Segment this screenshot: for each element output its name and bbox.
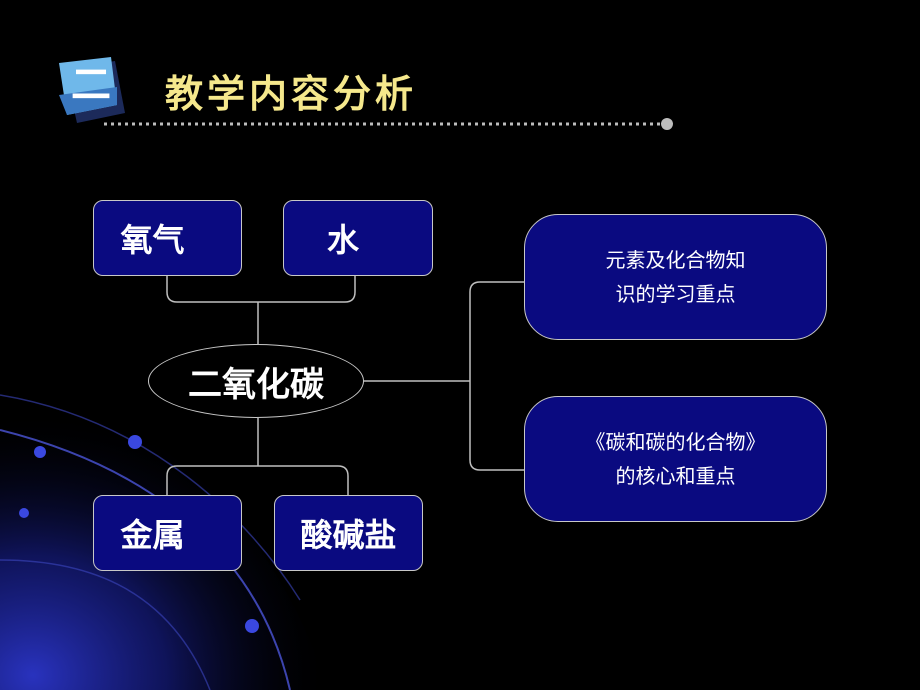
node-oxygen: 氧气 [93,200,242,276]
title-divider [104,118,673,130]
page-title: 教学内容分析 [165,72,418,116]
note-carbon-line2: 的核心和重点 [615,464,736,488]
node-carbon-dioxide: 二氧化碳 [148,344,364,418]
note-carbon-line1: 《碳和碳的化合物》 [585,430,766,454]
note-elements-line2: 识的学习重点 [615,282,736,306]
note-carbon-chapter: 《碳和碳的化合物》 的核心和重点 [524,396,827,522]
node-water-label: 水 [326,221,359,259]
node-water: 水 [283,200,433,276]
section-badge-icon [59,57,125,123]
note-elements-compounds: 元素及化合物知 识的学习重点 [524,214,827,340]
node-metals-label: 金属 [120,516,185,554]
section-number: 二 [71,62,111,108]
node-oxygen-label: 氧气 [120,221,185,259]
note-elements-line1: 元素及化合物知 [605,248,746,272]
node-acids-bases-salts: 酸碱盐 [274,495,423,571]
node-metals: 金属 [93,495,242,571]
node-acids-bases-salts-label: 酸碱盐 [300,516,397,554]
node-carbon-dioxide-label: 二氧化碳 [188,364,324,405]
